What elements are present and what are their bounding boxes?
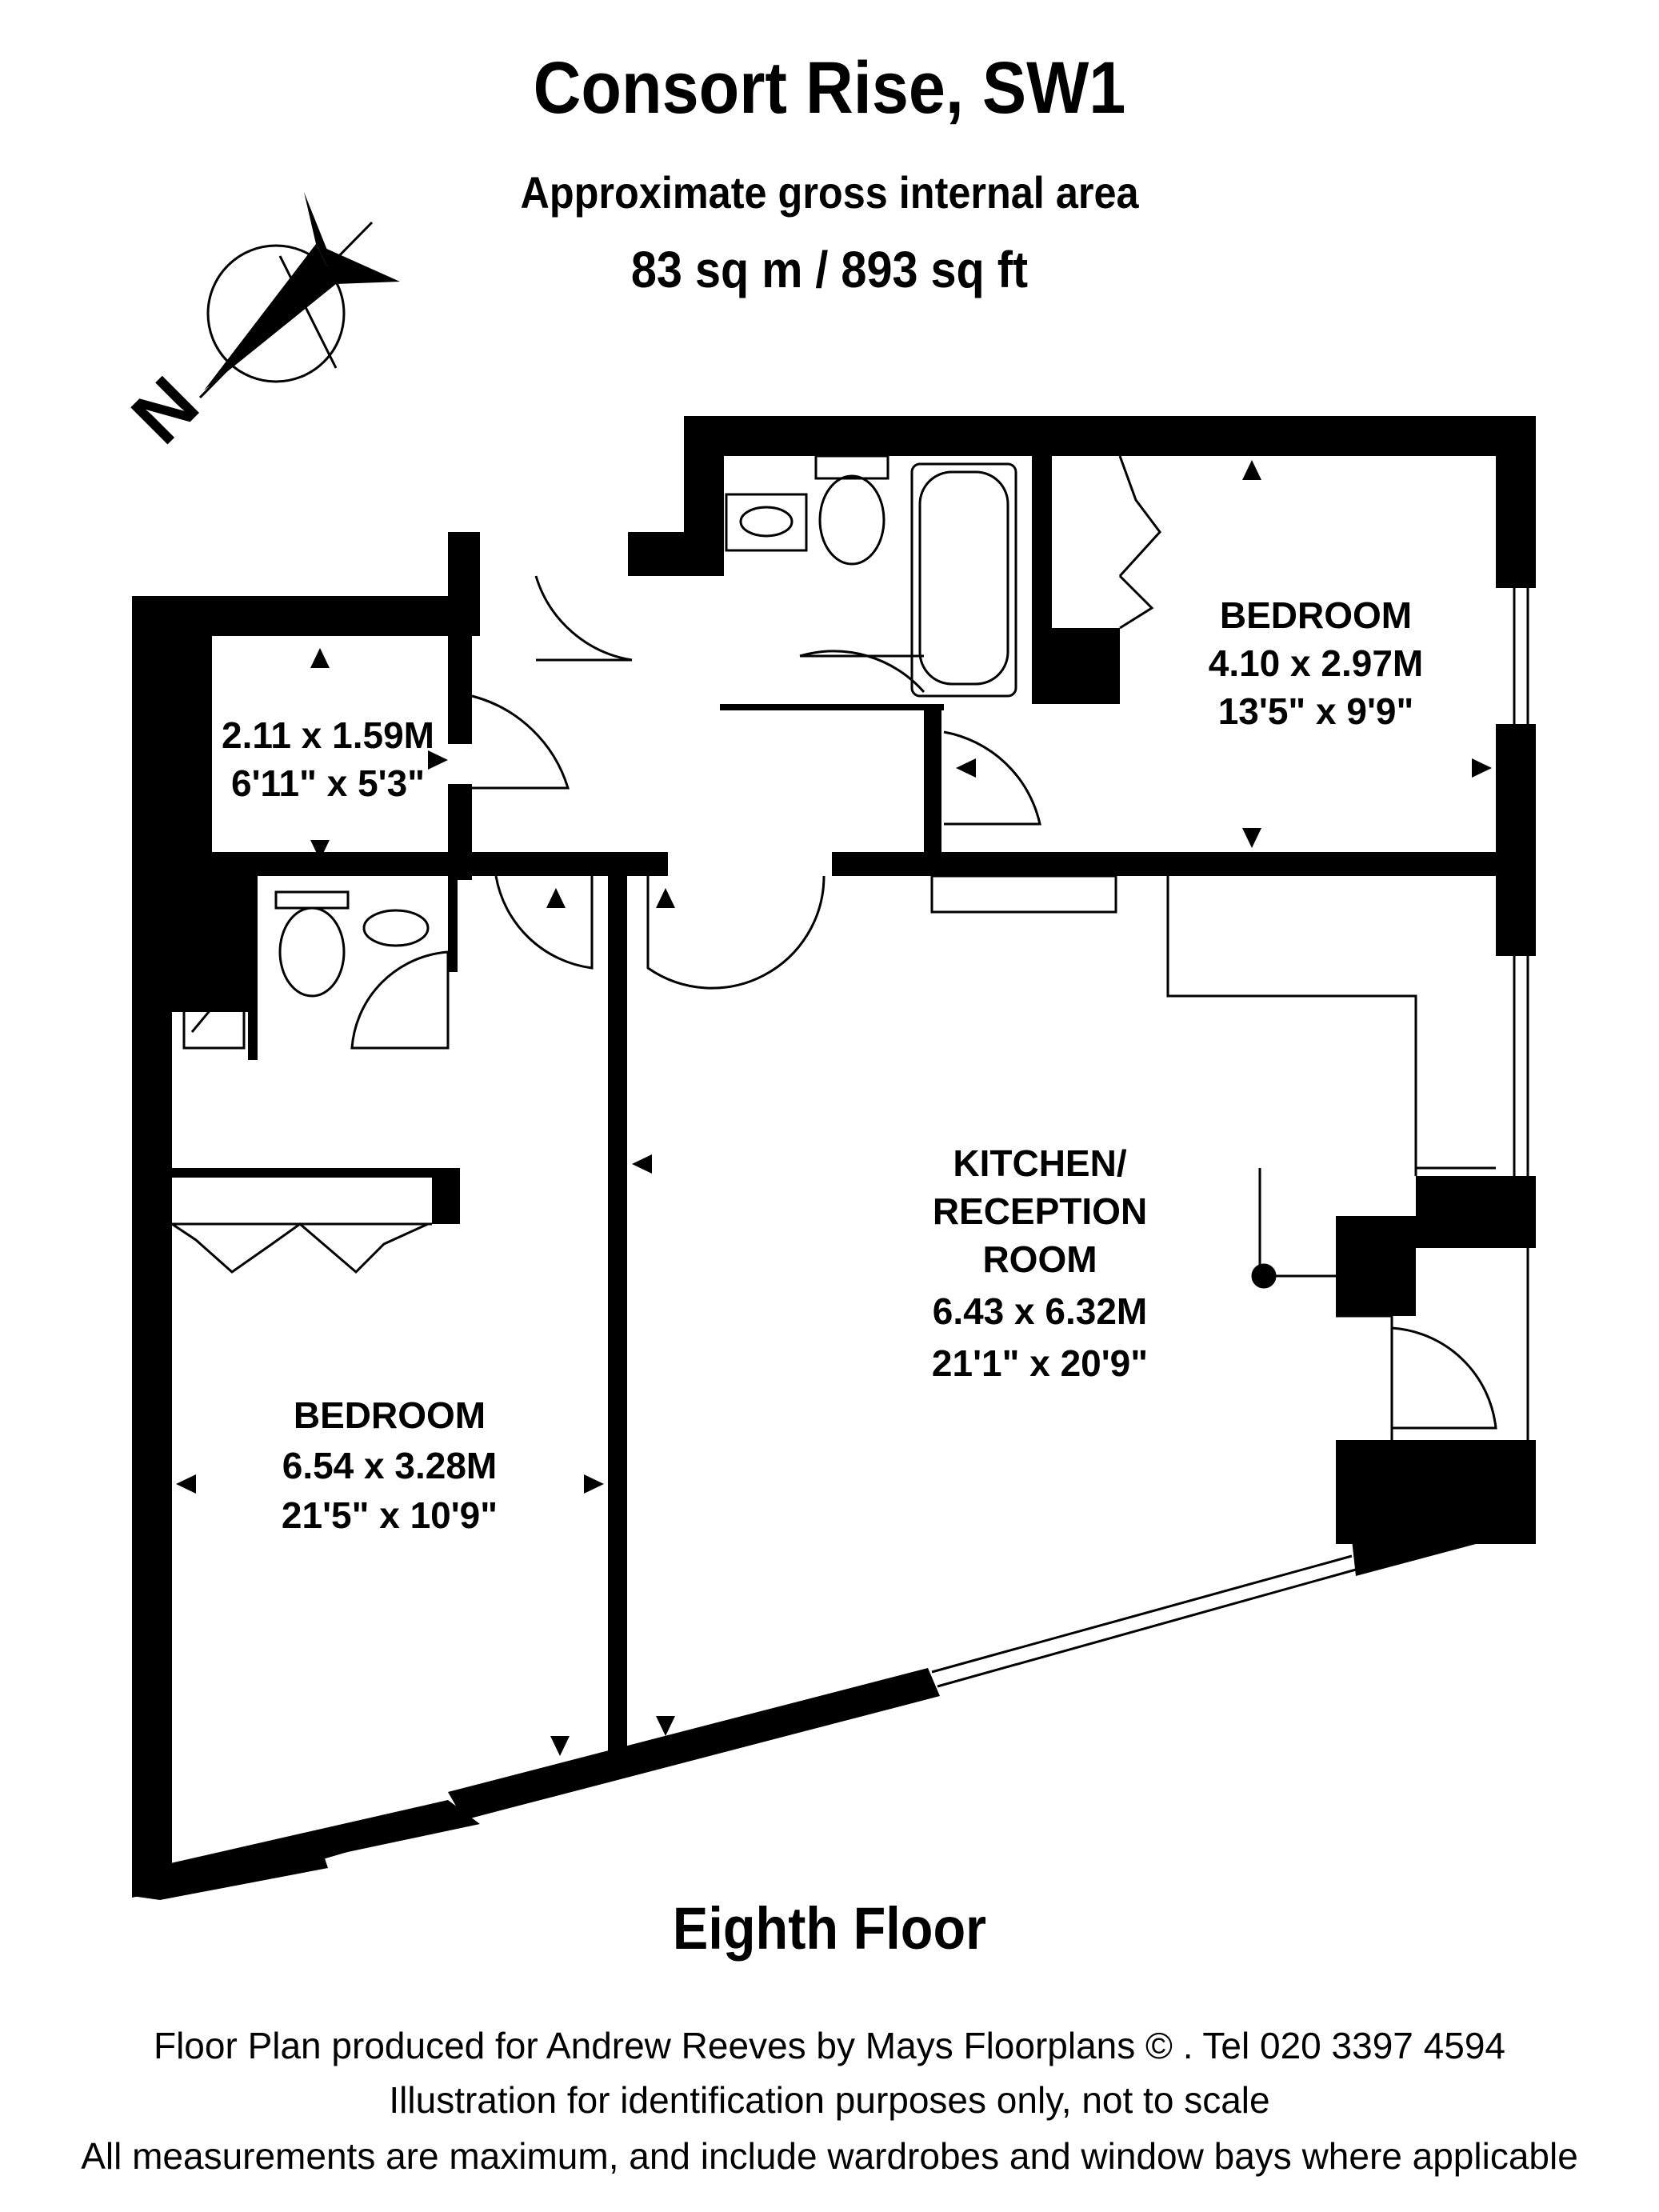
bedroom-1-imperial: 13'5" x 9'9" [1218,690,1414,732]
area-caption: Approximate gross internal area [520,167,1139,218]
walls [132,416,1536,1900]
kitchen-metric: 6.43 x 6.32M [933,1290,1148,1332]
bedroom-2-imperial: 21'5" x 10'9" [282,1494,498,1536]
page-title: Consort Rise, SW1 [533,47,1126,129]
dimension-arrows [176,460,1492,1756]
kitchen-imperial: 21'1" x 20'9" [932,1342,1148,1384]
bedroom-2-name: BEDROOM [294,1394,486,1436]
compass-label: N [116,361,214,459]
windows [319,588,1529,1859]
bedroom-1-name: BEDROOM [1220,594,1412,636]
kitchen-name-2: RECEPTION [933,1190,1147,1232]
footer-measurements-note: All measurements are maximum, and includ… [81,2135,1578,2177]
kitchen-name-1: KITCHEN/ [953,1142,1126,1184]
footer-credit: Floor Plan produced for Andrew Reeves by… [153,2025,1505,2066]
room-labels: BEDROOM 4.10 x 2.97M 13'5" x 9'9" 2.11 x… [222,594,1423,1536]
area-value: 83 sq m / 893 sq ft [630,241,1029,298]
bedroom-1-metric: 4.10 x 2.97M [1209,642,1424,684]
north-arrow-icon: N [116,192,400,460]
floor-label: Eighth Floor [672,1895,987,1962]
footer-disclaimer: Illustration for identification purposes… [389,2079,1270,2121]
bedroom-2-metric: 6.54 x 3.28M [282,1445,498,1486]
store-imperial: 6'11" x 5'3" [231,762,425,804]
kitchen-name-3: ROOM [982,1238,1097,1280]
store-metric: 2.11 x 1.59M [222,714,434,756]
fixtures [171,454,1497,1440]
